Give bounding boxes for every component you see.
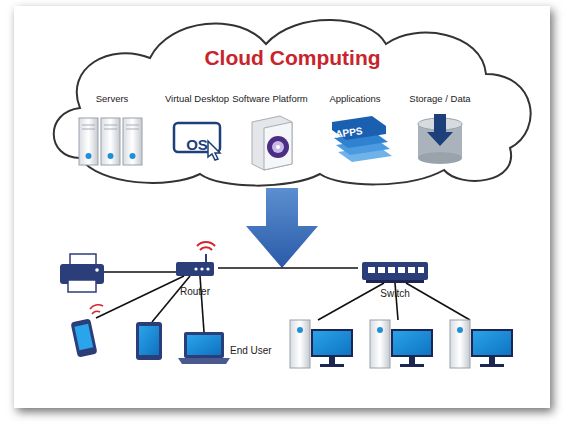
- cloud-path: [54, 20, 531, 186]
- software-box-icon: [252, 116, 292, 170]
- cloud-title: Cloud Computing: [40, 46, 545, 70]
- icon-text: APPS: [304, 121, 395, 145]
- service-item: Storage / Data: [395, 94, 485, 174]
- icon-text: OS: [152, 136, 242, 153]
- network-wires: [96, 272, 470, 332]
- service-item: Servers: [67, 94, 157, 174]
- tablet-icon: [136, 322, 162, 360]
- router-node: Router: [172, 256, 218, 302]
- switch-node: Switch: [358, 258, 432, 302]
- group-label: End User: [230, 345, 272, 356]
- service-label: Software Platform: [225, 94, 315, 105]
- device-label: Switch: [358, 288, 432, 300]
- service-item: Software Platform: [225, 94, 315, 174]
- printer-icon: [60, 254, 104, 292]
- router-device: [176, 242, 215, 276]
- switch-device: [362, 262, 428, 283]
- cloud-shape: Cloud ComputingServersVirtual DesktopOSS…: [40, 8, 545, 190]
- service-label: Servers: [67, 94, 157, 105]
- desktop-icon: [174, 123, 220, 160]
- service-label: Virtual Desktop: [152, 94, 242, 105]
- service-item: ApplicationsAPPS: [310, 94, 400, 174]
- phone-icon: [70, 318, 97, 357]
- storage-icon: [418, 114, 462, 164]
- service-label: Storage / Data: [395, 94, 485, 105]
- server-icons: [79, 118, 142, 165]
- device-label: Router: [172, 286, 218, 298]
- desktop-pcs: [290, 320, 512, 368]
- network-link: [218, 267, 358, 269]
- apps-stack-icon: [332, 116, 392, 162]
- laptop-icon: [178, 332, 230, 364]
- service-item: Virtual DesktopOS: [152, 94, 242, 174]
- service-label: Applications: [310, 94, 400, 105]
- flow-arrow: [246, 188, 318, 268]
